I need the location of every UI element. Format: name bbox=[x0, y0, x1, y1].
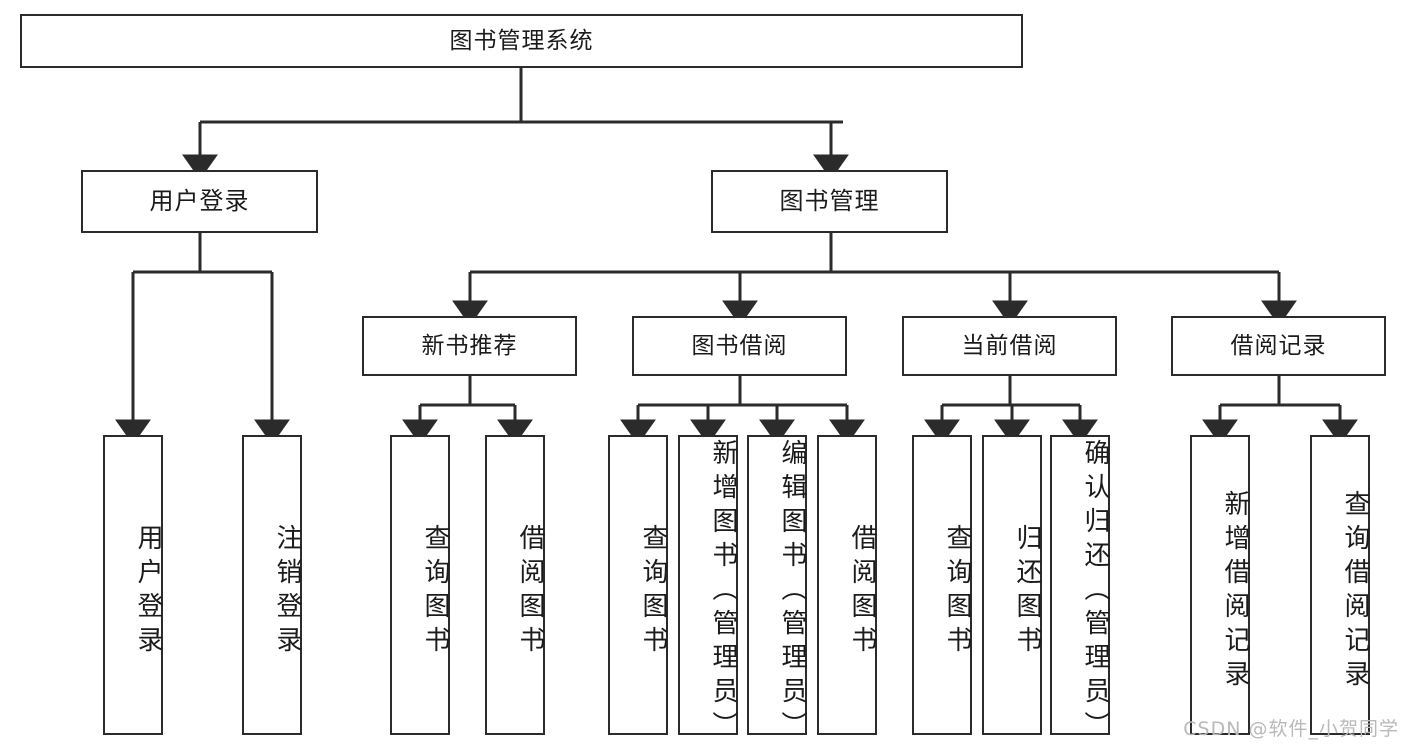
node-leaf-query-book-2-label: 查询图书 bbox=[638, 524, 668, 660]
node-current-borrow-label: 当前借阅 bbox=[961, 332, 1058, 359]
node-new-book-recommend[interactable]: 新书推荐 bbox=[362, 316, 577, 376]
node-new-book-recommend-label: 新书推荐 bbox=[421, 332, 518, 359]
node-leaf-edit-book-label: 编辑图书（管理员） bbox=[777, 439, 807, 745]
node-leaf-user-login[interactable]: 用户登录 bbox=[103, 435, 163, 735]
node-leaf-return-book-label: 归还图书 bbox=[1012, 524, 1042, 660]
node-leaf-add-book-label: 新增图书（管理员） bbox=[708, 439, 738, 745]
node-leaf-query-book-3[interactable]: 查询图书 bbox=[912, 435, 972, 735]
node-book-borrow[interactable]: 图书借阅 bbox=[632, 316, 847, 376]
node-leaf-query-record[interactable]: 查询借阅记录 bbox=[1310, 435, 1370, 735]
node-leaf-confirm-return-label: 确认归还（管理员） bbox=[1080, 439, 1110, 745]
node-leaf-borrow-book-2[interactable]: 借阅图书 bbox=[817, 435, 877, 735]
node-borrow-record[interactable]: 借阅记录 bbox=[1171, 316, 1386, 376]
node-leaf-query-book-1[interactable]: 查询图书 bbox=[390, 435, 450, 735]
node-leaf-borrow-book-1-label: 借阅图书 bbox=[515, 524, 545, 660]
node-leaf-borrow-book-1[interactable]: 借阅图书 bbox=[485, 435, 545, 735]
node-user-login[interactable]: 用户登录 bbox=[81, 170, 318, 233]
node-leaf-query-book-3-label: 查询图书 bbox=[942, 524, 972, 660]
node-leaf-logout-label: 注销登录 bbox=[272, 524, 302, 660]
node-leaf-query-book-1-label: 查询图书 bbox=[420, 524, 450, 660]
node-leaf-query-book-2[interactable]: 查询图书 bbox=[608, 435, 668, 735]
watermark-text: CSDN @软件_小贺同学 bbox=[1183, 718, 1399, 740]
node-borrow-record-label: 借阅记录 bbox=[1230, 332, 1327, 359]
node-leaf-add-record[interactable]: 新增借阅记录 bbox=[1190, 435, 1250, 735]
node-leaf-add-record-label: 新增借阅记录 bbox=[1220, 490, 1250, 694]
node-leaf-query-record-label: 查询借阅记录 bbox=[1340, 490, 1370, 694]
node-leaf-edit-book[interactable]: 编辑图书（管理员） bbox=[747, 435, 807, 745]
node-leaf-return-book[interactable]: 归还图书 bbox=[982, 435, 1042, 735]
node-book-manage[interactable]: 图书管理 bbox=[711, 170, 948, 233]
node-leaf-logout[interactable]: 注销登录 bbox=[242, 435, 302, 735]
node-leaf-user-login-label: 用户登录 bbox=[133, 524, 163, 660]
node-leaf-borrow-book-2-label: 借阅图书 bbox=[847, 524, 877, 660]
node-book-borrow-label: 图书借阅 bbox=[691, 332, 788, 359]
node-user-login-label: 用户登录 bbox=[149, 186, 250, 215]
node-leaf-confirm-return[interactable]: 确认归还（管理员） bbox=[1050, 435, 1110, 745]
node-book-manage-label: 图书管理 bbox=[779, 186, 880, 215]
node-root-label: 图书管理系统 bbox=[449, 27, 594, 54]
node-root[interactable]: 图书管理系统 bbox=[20, 14, 1023, 68]
node-current-borrow[interactable]: 当前借阅 bbox=[902, 316, 1117, 376]
node-leaf-add-book[interactable]: 新增图书（管理员） bbox=[678, 435, 738, 745]
